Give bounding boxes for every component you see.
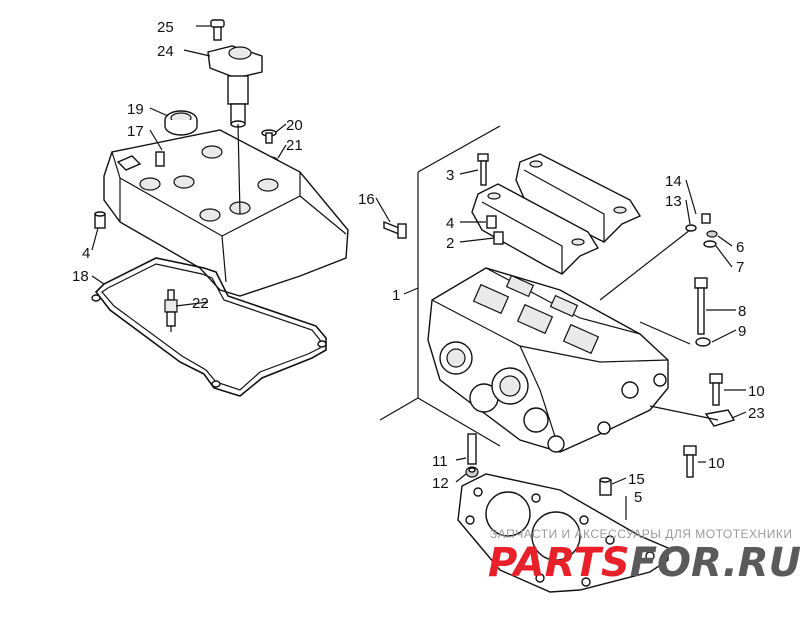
callout-7: 7 xyxy=(736,259,744,276)
valve-cover-gasket xyxy=(91,257,327,397)
callout-19: 19 xyxy=(127,101,144,118)
callout-8: 8 xyxy=(738,303,746,320)
callout-5: 5 xyxy=(634,489,642,506)
callout-labels: 25 24 19 17 4 18 22 20 21 16 1 3 4 2 14 … xyxy=(72,19,765,506)
callout-15: 15 xyxy=(628,471,645,488)
camshaft-caps xyxy=(471,153,642,275)
side-bolts xyxy=(649,373,736,478)
callout-24: 24 xyxy=(157,43,174,60)
callout-23: 23 xyxy=(748,405,765,422)
callout-2: 2 xyxy=(446,235,454,252)
oil-seal xyxy=(164,110,198,136)
dowel-pin-gasket xyxy=(599,477,612,496)
callout-18: 18 xyxy=(72,268,89,285)
spark-plug xyxy=(164,289,178,332)
watermark: ЗАПЧАСТИ И АКСЕССУАРЫ ДЛЯ МОТОТЕХНИКИ PA… xyxy=(488,527,800,586)
stud-and-nut xyxy=(465,433,479,478)
ignition-coil xyxy=(207,19,263,128)
callout-6: 6 xyxy=(736,239,744,256)
callout-16: 16 xyxy=(358,191,375,208)
callout-20: 20 xyxy=(286,117,303,134)
cam-cap-bolt xyxy=(477,153,489,186)
callout-10-top: 10 xyxy=(748,383,765,400)
callout-9: 9 xyxy=(738,323,746,340)
callout-13: 13 xyxy=(665,193,682,210)
head-gasket xyxy=(457,473,669,593)
cylinder-head-group-outline xyxy=(379,125,501,447)
head-bolt xyxy=(639,277,711,347)
leader-lines xyxy=(91,25,747,520)
callout-4-left: 4 xyxy=(82,245,90,262)
callout-14: 14 xyxy=(665,173,682,190)
callout-4: 4 xyxy=(446,215,454,232)
callout-1: 1 xyxy=(392,287,400,304)
callout-25: 25 xyxy=(157,19,174,36)
callout-3: 3 xyxy=(446,167,454,184)
watermark-brand-gray: FOR.RU xyxy=(630,540,800,586)
callout-11: 11 xyxy=(432,453,448,470)
watermark-logo: PARTSFOR.RU xyxy=(488,540,800,586)
washers xyxy=(599,213,718,301)
valve-cover xyxy=(103,123,349,297)
callout-22: 22 xyxy=(192,295,209,312)
cover-bolt xyxy=(261,129,277,144)
watermark-brand-red: PARTS xyxy=(488,540,630,586)
dowel-pin-left xyxy=(94,211,106,229)
cylinder-head xyxy=(427,267,669,453)
callout-10-bottom: 10 xyxy=(708,455,725,472)
callout-21: 21 xyxy=(286,137,303,154)
stud-bolt xyxy=(383,220,407,239)
callout-12: 12 xyxy=(432,475,449,492)
callout-17: 17 xyxy=(127,123,144,140)
watermark-tagline: ЗАПЧАСТИ И АКСЕССУАРЫ ДЛЯ МОТОТЕХНИКИ xyxy=(490,527,792,541)
